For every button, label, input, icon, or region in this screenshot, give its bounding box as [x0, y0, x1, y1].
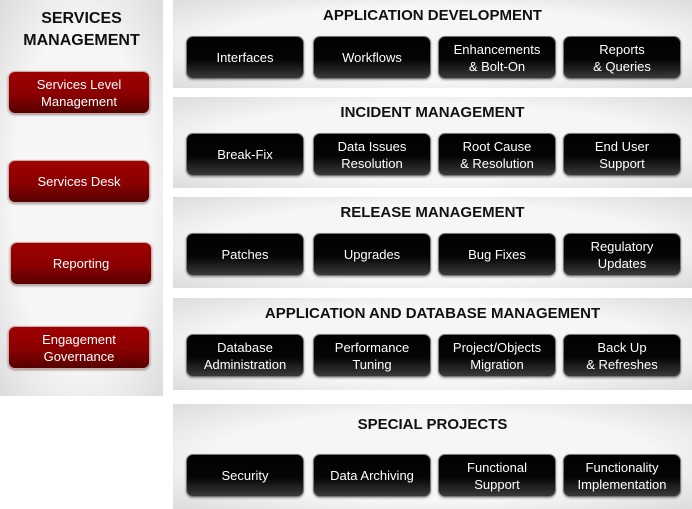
project-objects-migration-button[interactable]: Project/Objects Migration [438, 334, 556, 377]
root-cause-resolution-button[interactable]: Root Cause & Resolution [438, 133, 556, 176]
data-archiving-button[interactable]: Data Archiving [313, 454, 431, 497]
patches-button[interactable]: Patches [186, 233, 304, 276]
back-up-refreshes-button[interactable]: Back Up & Refreshes [563, 334, 681, 377]
functionality-implementation-button[interactable]: Functionality Implementation [563, 454, 681, 497]
incident-management-title: INCIDENT MANAGEMENT [340, 104, 525, 121]
reporting-button[interactable]: Reporting [10, 242, 152, 285]
application-database-management-section: APPLICATION AND DATABASE MANAGEMENT Datab… [173, 298, 692, 390]
regulatory-updates-button[interactable]: Regulatory Updates [563, 233, 681, 276]
services-management-panel: SERVICES MANAGEMENT Services Level Manag… [0, 0, 163, 396]
application-database-management-title: APPLICATION AND DATABASE MANAGEMENT [264, 305, 601, 322]
break-fix-button[interactable]: Break-Fix [186, 133, 304, 176]
application-development-title: APPLICATION DEVELOPMENT [323, 7, 542, 24]
performance-tuning-button[interactable]: Performance Tuning [313, 334, 431, 377]
release-management-title: RELEASE MANAGEMENT [340, 204, 525, 221]
upgrades-button[interactable]: Upgrades [313, 233, 431, 276]
data-issues-resolution-button[interactable]: Data Issues Resolution [313, 133, 431, 176]
engagement-governance-button[interactable]: Engagement Governance [8, 326, 150, 369]
interfaces-button[interactable]: Interfaces [186, 36, 304, 79]
database-administration-button[interactable]: Database Administration [186, 334, 304, 377]
special-projects-title: SPECIAL PROJECTS [357, 416, 508, 433]
services-management-title: SERVICES MANAGEMENT [23, 10, 140, 49]
bug-fixes-button[interactable]: Bug Fixes [438, 233, 556, 276]
enhancements-bolt-on-button[interactable]: Enhancements & Bolt-On [438, 36, 556, 79]
workflows-button[interactable]: Workflows [313, 36, 431, 79]
services-level-management-button[interactable]: Services Level Management [8, 71, 150, 114]
end-user-support-button[interactable]: End User Support [563, 133, 681, 176]
services-desk-button[interactable]: Services Desk [8, 160, 150, 203]
security-button[interactable]: Security [186, 454, 304, 497]
functional-support-button[interactable]: Functional Support [438, 454, 556, 497]
reports-queries-button[interactable]: Reports & Queries [563, 36, 681, 79]
